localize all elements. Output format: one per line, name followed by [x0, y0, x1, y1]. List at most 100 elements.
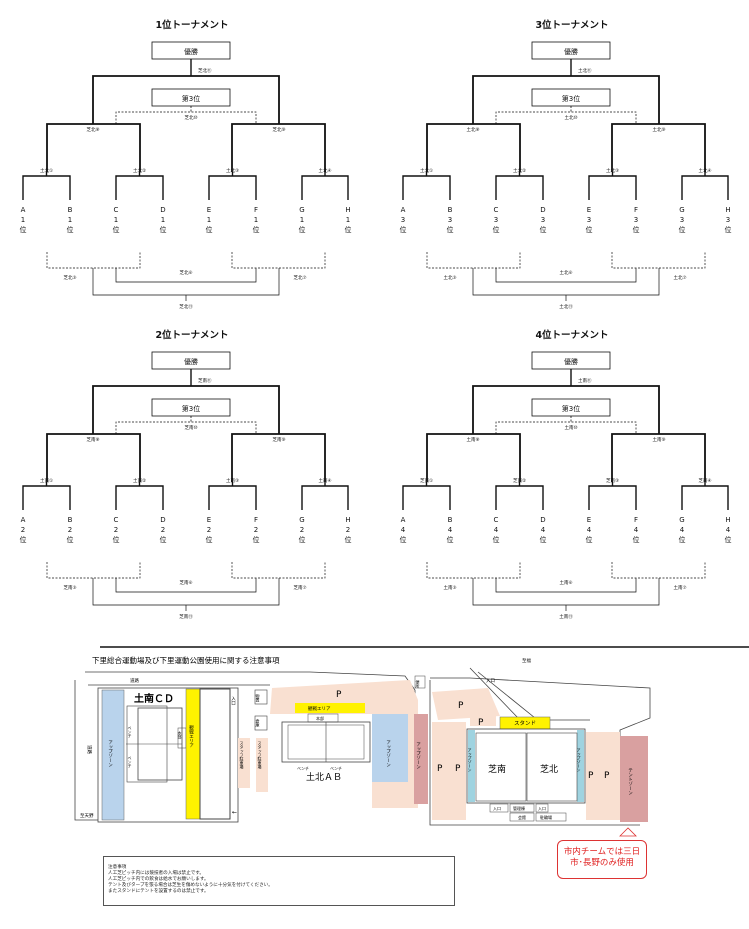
viewing-area-left-label: 観戦エリア — [189, 724, 194, 748]
team-rank-suffix: 位 — [447, 225, 454, 234]
bench-ab-l-label: ベンチ — [297, 766, 309, 771]
bracket-line — [46, 433, 141, 482]
team-rank-number: 3 — [634, 216, 638, 224]
up-zone-red-label: アップゾーン — [416, 742, 421, 770]
field-ab-label: 土北ＡＢ — [306, 771, 342, 783]
bracket-line — [115, 578, 257, 593]
team-rank-number: 4 — [448, 526, 453, 534]
team-label: E — [587, 516, 591, 524]
bracket-line — [46, 562, 141, 579]
road-top-right-label: 至福 — [522, 657, 531, 664]
team-rank-suffix: 位 — [113, 225, 120, 234]
team-label: D — [160, 516, 165, 524]
team-label: A — [401, 516, 406, 524]
bracket-line — [115, 175, 164, 200]
bracket-line — [426, 252, 521, 269]
parking-zone-mid — [270, 680, 418, 808]
honbu-left-label: 本部 — [178, 730, 183, 740]
up-zone-sk-right — [577, 730, 584, 802]
team-label: F — [634, 516, 638, 524]
parking-label-3: P — [478, 718, 484, 728]
road-bottom-left-label: 至天野 — [80, 812, 94, 819]
final-match-label: 芝北⑪ — [198, 67, 212, 74]
bracket-line — [426, 433, 521, 482]
arrow-left: ← — [232, 809, 237, 816]
parking-label-5: P — [455, 764, 461, 774]
team-label: A — [21, 516, 26, 524]
team-rank-suffix: 位 — [113, 535, 120, 544]
team-rank-suffix: 位 — [493, 535, 500, 544]
kaikan2-label: 駐輪場 — [540, 814, 552, 820]
team-rank-number: 4 — [726, 526, 731, 534]
team-rank-number: 3 — [726, 216, 730, 224]
toilet — [414, 675, 426, 689]
team-rank-suffix: 位 — [540, 535, 547, 544]
bracket-line — [495, 421, 637, 434]
team-rank-number: 4 — [541, 526, 546, 534]
bracket-line — [231, 562, 326, 579]
field-sn-label: 芝南 — [488, 763, 506, 775]
team-label: C — [114, 206, 119, 214]
team-label: B — [448, 516, 453, 524]
team-label: F — [634, 206, 638, 214]
semi-left-label: 芝北⑧ — [86, 126, 99, 133]
final-match-label: 土北⑪ — [578, 67, 592, 74]
viewing-area-left — [185, 688, 201, 820]
consolation-right-label: 土北⑦ — [673, 274, 686, 281]
team-label: F — [254, 516, 258, 524]
champion-label: 優勝 — [564, 47, 578, 56]
tournament-title: 2位トーナメント — [155, 329, 228, 341]
team-rank-suffix: 位 — [633, 225, 640, 234]
team-label: D — [540, 206, 545, 214]
team-label: H — [725, 206, 730, 214]
consolation-mid-label: 芝北⑥ — [179, 269, 192, 276]
bracket-line — [611, 123, 706, 172]
bracket-line — [115, 268, 257, 283]
semi-right-label: 土北⑨ — [652, 126, 665, 133]
team-label: H — [345, 516, 350, 524]
field-sk — [526, 732, 578, 802]
bracket-line — [495, 111, 637, 124]
team-rank-number: 2 — [300, 526, 304, 534]
quarter-match-label: 土北① — [420, 167, 433, 174]
team-label: D — [540, 516, 545, 524]
team-label: F — [254, 206, 258, 214]
bracket-line — [681, 485, 729, 510]
parking-label-1: P — [336, 690, 342, 700]
team-rank-suffix: 位 — [20, 225, 27, 234]
bracket-line — [472, 75, 660, 124]
champion-label: 優勝 — [184, 357, 198, 366]
kaikan-label: 会館 — [518, 814, 526, 820]
team-rank-number: 3 — [494, 216, 498, 224]
staff-parking-left-label: スタッフ駐車場 — [240, 741, 245, 770]
bench-right-label: ベンチ — [128, 756, 133, 769]
parking-zone-right-left — [432, 722, 466, 820]
team-label: H — [345, 206, 350, 214]
team-label: E — [207, 206, 211, 214]
final-match-label: 土南⑪ — [578, 377, 592, 384]
note-line: テント及びタープを張る場合は芝生を傷めないように十分気を付けてください。 — [108, 883, 273, 888]
parking-zone-right-top — [432, 688, 500, 720]
team-rank-suffix: 位 — [253, 225, 260, 234]
up-zone-left — [101, 689, 125, 821]
team-rank-number: 1 — [114, 216, 118, 224]
team-label: G — [299, 206, 304, 214]
team-rank-suffix: 位 — [493, 225, 500, 234]
bracket-line — [92, 385, 280, 434]
team-rank-suffix: 位 — [400, 225, 407, 234]
semi-left-label: 土南⑧ — [466, 436, 479, 443]
team-label: D — [160, 206, 165, 214]
note-line: またスタンドにテントを設置するのは禁止です。 — [108, 889, 209, 894]
quarter-match-label: 芝南② — [513, 477, 526, 484]
bracket-line — [611, 562, 706, 579]
bracket-line — [402, 175, 451, 200]
bracket-line — [92, 75, 280, 124]
team-rank-suffix: 位 — [679, 535, 686, 544]
bracket-line — [115, 485, 164, 510]
bracket-line — [208, 485, 257, 510]
bracket-line — [22, 175, 71, 200]
quarter-match-label: 芝南① — [420, 477, 433, 484]
consolation-mid-label: 土北⑥ — [559, 269, 572, 276]
quarter-match-label: 土北③ — [606, 167, 619, 174]
bracket-line — [115, 421, 257, 434]
